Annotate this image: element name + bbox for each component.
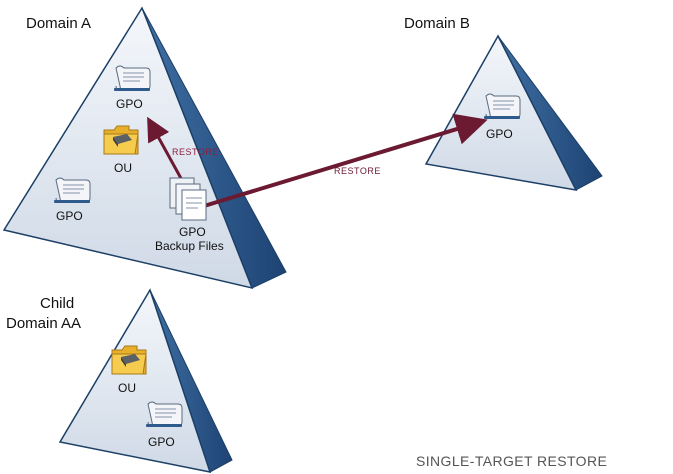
backup-label-line2: Backup Files xyxy=(155,239,224,253)
backup-files-icon xyxy=(169,177,207,221)
gpo-label-aa: GPO xyxy=(148,435,175,449)
backup-label-line1: GPO xyxy=(179,225,206,239)
gpo-label-a-top: GPO xyxy=(116,97,143,111)
restore-local-arrow xyxy=(147,116,185,183)
domain-aa-triangle xyxy=(58,288,233,473)
folder-icon xyxy=(103,125,139,155)
domain-a-label: Domain A xyxy=(26,15,91,32)
diagram-caption: SINGLE-TARGET RESTORE xyxy=(416,453,607,469)
gpo-label-a-bottom: GPO xyxy=(56,209,83,223)
folder-icon xyxy=(111,345,147,375)
ou-label-aa: OU xyxy=(118,381,136,395)
restore-local-label: RESTORE xyxy=(172,147,219,157)
restore-remote-label: RESTORE xyxy=(334,166,381,176)
restore-remote-arrow xyxy=(203,113,488,208)
domain-aa-label-line1: Child xyxy=(40,295,74,312)
gpo-label-b: GPO xyxy=(486,127,513,141)
domain-aa-label-line2: Domain AA xyxy=(6,315,81,332)
domain-a-triangle xyxy=(2,6,287,290)
ou-label-a: OU xyxy=(114,161,132,175)
domain-b-label: Domain B xyxy=(404,15,470,32)
